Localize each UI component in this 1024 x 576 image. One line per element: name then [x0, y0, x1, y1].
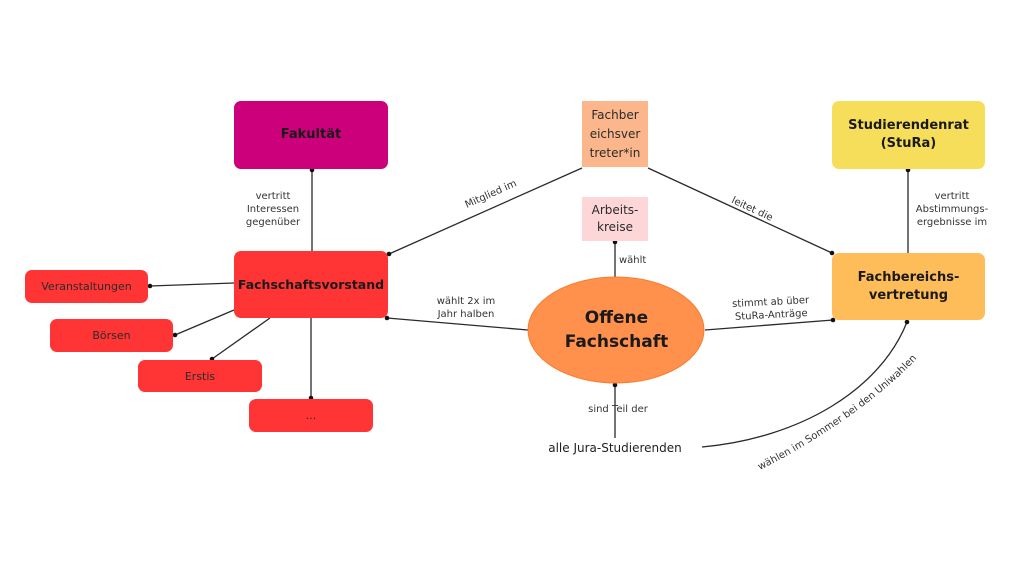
- edge-label-waehlen-sommer: wählen im Sommer bei den Uniwahlen: [756, 353, 919, 473]
- node-arbeitskreise-label: Arbeits- kreise: [591, 203, 639, 234]
- edge-label-waehlt-2x: wählt 2x im Jahr halben: [436, 296, 496, 320]
- node-erstis-label: Erstis: [184, 369, 216, 383]
- edge-label-vertritt-abstimmung: vertritt Abstimmungs- ergebnisse im: [915, 191, 989, 228]
- node-fakultaet-label: Fakultät: [280, 127, 342, 142]
- node-fachschaftsvorstand-label: Fachschaftsvorstand: [237, 276, 385, 292]
- node-arbeitskreise[interactable]: Arbeits- kreise: [582, 197, 648, 241]
- node-stura-label: Studierendenrat (StuRa): [848, 118, 969, 151]
- node-boersen[interactable]: Börsen: [50, 319, 173, 352]
- endpoint-dot: [172, 332, 178, 338]
- edge-vertreter-vertretung: [647, 167, 833, 254]
- edge-label-sind-teil: sind Teil der: [588, 404, 648, 415]
- node-fachbereichsvertreter-label: Fachber eichsver treter*in: [589, 107, 641, 160]
- node-fachbereichsvertreter[interactable]: Fachber eichsver treter*in: [582, 101, 648, 167]
- node-fachschaftsvorstand[interactable]: Fachschaftsvorstand: [234, 251, 388, 318]
- endpoint-dot: [830, 317, 836, 323]
- node-fachbereichsvertretung[interactable]: Fachbereichs- vertretung: [832, 253, 985, 320]
- node-fakultaet[interactable]: Fakultät: [234, 101, 388, 169]
- node-jura-studierende-label: alle Jura-Studierenden: [548, 441, 682, 455]
- node-boersen-label: Börsen: [92, 329, 131, 342]
- node-erstis[interactable]: Erstis: [138, 360, 262, 392]
- endpoint-dot: [147, 283, 153, 289]
- node-fachbereichsvertretung-label: Fachbereichs- vertretung: [857, 269, 960, 303]
- node-veranstaltungen[interactable]: Veranstaltungen: [25, 270, 148, 303]
- node-veranstaltungen-label: Veranstaltungen: [41, 280, 132, 293]
- edge-jura-vertretung-curve: [701, 321, 908, 448]
- node-more[interactable]: ...: [249, 399, 373, 432]
- endpoint-dot: [384, 315, 390, 321]
- node-stura[interactable]: Studierendenrat (StuRa): [832, 101, 985, 169]
- edge-vorstand-erstis: [211, 317, 271, 360]
- edge-offene-vorstand: [386, 317, 529, 331]
- node-more-label: ...: [305, 409, 317, 422]
- endpoint-dot: [904, 319, 910, 325]
- edge-vorstand-veranstaltungen: [149, 282, 235, 287]
- edge-offene-vertretung: [704, 319, 834, 331]
- edge-vertreter-vorstand: [388, 167, 583, 255]
- offene-fachschaft-shape[interactable]: [527, 276, 705, 384]
- edge-label-vertritt-interessen: vertritt Interessen gegenüber: [245, 191, 301, 228]
- endpoint-dot: [386, 251, 392, 257]
- node-jura-studierende[interactable]: alle Jura-Studierenden: [528, 439, 702, 457]
- edge-label-stimmt-ab: stimmt ab über StuRa-Anträge: [731, 294, 810, 323]
- edge-label-waehlt: wählt: [619, 255, 647, 266]
- endpoint-dot: [612, 382, 618, 388]
- edge-vorstand-boersen: [174, 309, 235, 336]
